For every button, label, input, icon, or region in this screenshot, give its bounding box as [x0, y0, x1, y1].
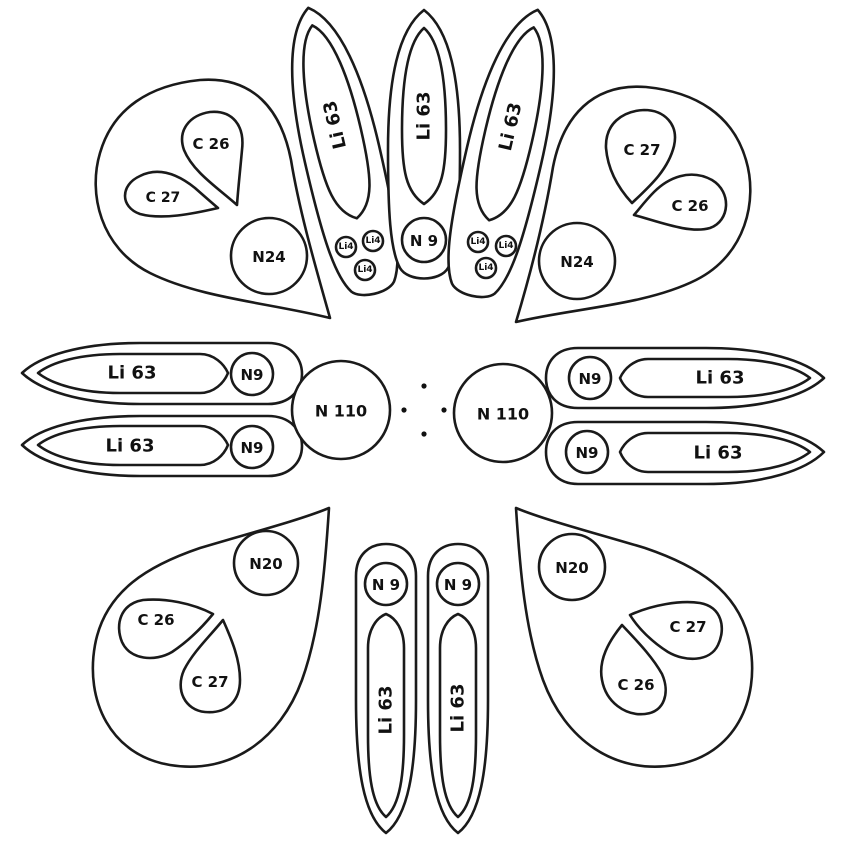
capsule-top-right: Li 63 [447, 8, 556, 299]
lobe-c27-bottom-left [179, 618, 242, 714]
label-li4: Li4 [365, 236, 380, 246]
label-li4: Li4 [498, 241, 513, 251]
label-n110: N 110 [315, 402, 367, 421]
lobe-c27-top-right [604, 108, 677, 205]
label-li4: Li4 [357, 265, 372, 275]
label-c26: C 26 [137, 611, 174, 629]
lobe-bottom-left: N20 C 26 C 27 [91, 506, 331, 768]
lobe-bottom-right: N20 C 27 C 26 [514, 506, 754, 768]
capsule-top-center: Li 63 N 9 [386, 8, 462, 280]
label-c26: C 26 [671, 197, 708, 215]
label-n9: N9 [241, 366, 264, 384]
lobe-top-left: C 26 C 27 N24 [94, 78, 332, 320]
label-n20: N20 [249, 555, 282, 573]
circle-n24-right [537, 221, 617, 301]
circle-n20-right [537, 532, 607, 602]
label-n9: N9 [241, 439, 264, 457]
center-nuclei: N 110 N 110 [290, 359, 554, 464]
label-n110: N 110 [477, 405, 529, 424]
label-c27: C 27 [623, 141, 660, 159]
label-li63: Li 63 [694, 443, 743, 464]
label-li63: Li 63 [376, 686, 397, 735]
label-n24: N24 [560, 253, 593, 271]
label-n9: N9 [576, 444, 599, 462]
circle-n110-left [290, 359, 392, 461]
lobe-c26-bottom-right [599, 623, 667, 716]
label-li4: Li4 [470, 237, 485, 247]
label-li63: Li 63 [696, 368, 745, 389]
label-c27: C 27 [146, 190, 181, 206]
capsule-right-upper: Li 63 N9 [544, 346, 826, 410]
circle-n110-right [452, 362, 554, 464]
capsule-right-lower: Li 63 N9 [544, 420, 826, 486]
label-li63: Li 63 [448, 684, 469, 733]
label-li63: Li 63 [108, 363, 157, 384]
label-c26: C 26 [617, 676, 654, 694]
label-li4: Li4 [478, 263, 493, 273]
circle-n20-left [232, 529, 300, 597]
label-n9: N9 [579, 370, 602, 388]
lobe-c26-bottom-left [117, 598, 215, 660]
label-n24: N24 [252, 248, 285, 266]
capsule-top-left: Li 63 [290, 6, 399, 297]
label-n20: N20 [555, 559, 588, 577]
lobe-c27-top-left [123, 170, 220, 218]
capsule-left-lower: Li 63 N9 [20, 414, 304, 478]
label-c27: C 27 [669, 618, 706, 636]
label-li63: Li 63 [414, 92, 435, 141]
lobe-top-right: C 27 C 26 N24 [514, 85, 752, 324]
label-c27: C 27 [191, 673, 228, 691]
circle-n24-left [229, 216, 309, 296]
li4-cluster-right: Li4 Li4 Li4 [466, 230, 518, 280]
label-n9: N 9 [410, 232, 438, 250]
capsule-left-upper: Li 63 N9 [20, 341, 304, 406]
li4-cluster-left: Li4 Li4 Li4 [334, 229, 385, 282]
lobe-c27-bottom-right [628, 600, 723, 660]
lobe-c26-top-right [632, 173, 728, 231]
label-n9: N 9 [444, 576, 472, 594]
label-c26: C 26 [192, 135, 229, 153]
lobe-c26-top-left [180, 110, 244, 207]
capsule-bottom-left: Li 63 N 9 [354, 542, 418, 835]
label-li63: Li 63 [106, 436, 155, 457]
label-li4: Li4 [338, 242, 353, 252]
capsule-bottom-right: Li 63 N 9 [426, 542, 490, 835]
label-n9: N 9 [372, 576, 400, 594]
